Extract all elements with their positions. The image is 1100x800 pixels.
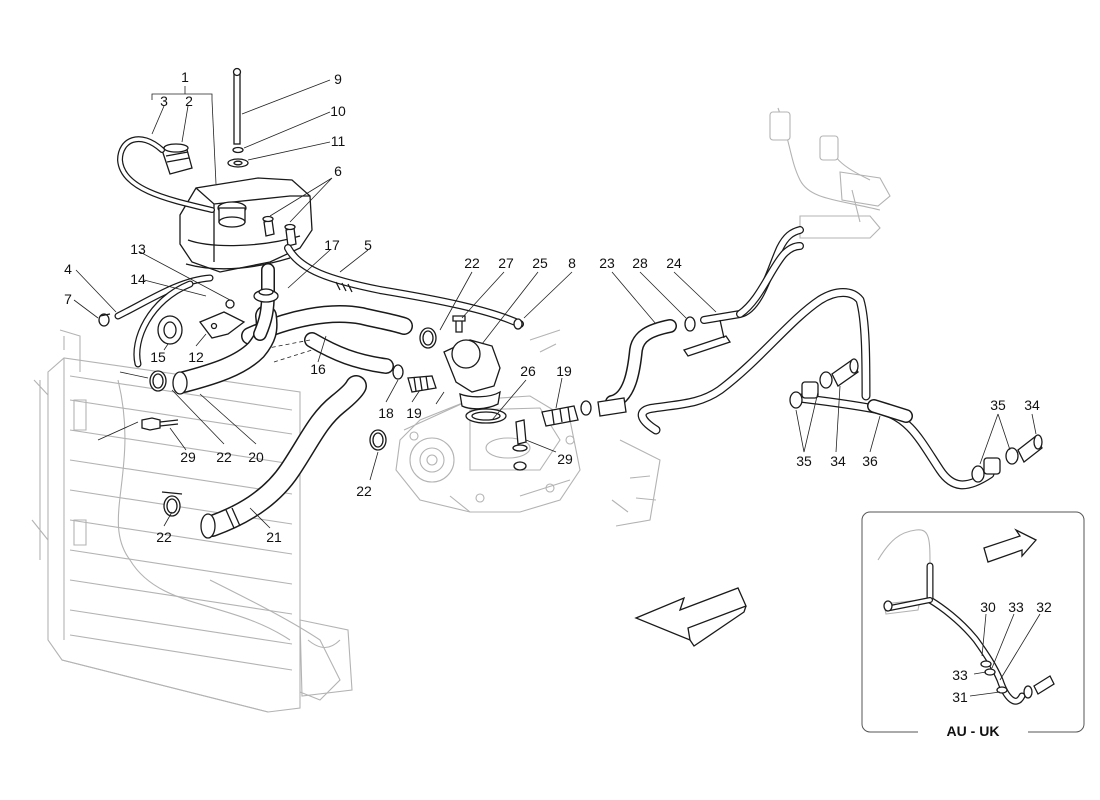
cap-17 <box>253 288 279 303</box>
callout-34-left: 34 <box>830 453 846 469</box>
callout-32: 32 <box>1036 599 1052 615</box>
callout-33-bottom: 33 <box>952 667 968 683</box>
callout-23: 23 <box>599 255 615 271</box>
callout-25: 25 <box>532 255 548 271</box>
expansion-tank <box>179 177 313 273</box>
leader-lines <box>73 79 1037 529</box>
hose-nipples <box>262 215 297 247</box>
callout-31: 31 <box>952 689 968 705</box>
callout-labels: 1 2 3 9 10 11 6 13 17 5 4 14 7 15 12 16 … <box>64 69 1052 705</box>
callout-17: 17 <box>324 237 340 253</box>
radiator-ghost <box>31 329 353 713</box>
callout-27: 27 <box>498 255 514 271</box>
callout-11: 11 <box>331 133 346 149</box>
callout-19-right: 19 <box>556 363 572 379</box>
callout-33-top: 33 <box>1008 599 1024 615</box>
callout-6: 6 <box>334 163 342 179</box>
callout-21: 21 <box>266 529 282 545</box>
front-direction-arrow-icon <box>634 587 747 647</box>
callout-22-top: 22 <box>464 255 480 271</box>
sensor-29 <box>141 417 528 471</box>
callout-8: 8 <box>568 255 576 271</box>
callout-9: 9 <box>334 71 342 87</box>
callout-14: 14 <box>130 271 146 287</box>
callout-15: 15 <box>150 349 166 365</box>
callout-24: 24 <box>666 255 682 271</box>
callout-3: 3 <box>160 93 168 109</box>
callout-12: 12 <box>188 349 204 365</box>
callout-10: 10 <box>330 103 346 119</box>
callout-22-center: 22 <box>356 483 372 499</box>
callout-34-right: 34 <box>1024 397 1040 413</box>
callout-4: 4 <box>64 261 72 277</box>
callout-22-left: 22 <box>216 449 232 465</box>
callout-7: 7 <box>64 291 72 307</box>
callout-28: 28 <box>632 255 648 271</box>
thermostat-housing <box>443 339 507 424</box>
inset-title: AU - UK <box>947 723 1000 739</box>
callout-36: 36 <box>862 453 878 469</box>
callout-29-left: 29 <box>180 449 196 465</box>
sleeve-18-19 <box>407 375 627 427</box>
callout-2: 2 <box>185 93 193 109</box>
callout-20: 20 <box>248 449 264 465</box>
filler-cap <box>161 143 193 175</box>
grommet-15 <box>157 315 183 345</box>
callout-1: 1 <box>181 69 189 85</box>
callout-18: 18 <box>378 405 394 421</box>
callout-13: 13 <box>130 241 146 257</box>
callout-29-right: 29 <box>557 451 573 467</box>
callout-30: 30 <box>980 599 996 615</box>
wiring-harness-ghost <box>611 107 891 527</box>
callout-19-mid: 19 <box>406 405 422 421</box>
callout-22-bottom: 22 <box>156 529 172 545</box>
hose-clamps <box>98 313 696 517</box>
callout-35-left: 35 <box>796 453 812 469</box>
callout-35-right: 35 <box>990 397 1006 413</box>
fittings-34-35 <box>789 358 1043 483</box>
engine-block-ghost <box>395 329 581 513</box>
callout-26: 26 <box>520 363 536 379</box>
callout-5: 5 <box>364 237 372 253</box>
level-sensor <box>227 67 249 168</box>
callout-16: 16 <box>310 361 326 377</box>
inset-au-uk: AU - UK <box>861 511 1085 740</box>
bracket-12 <box>198 311 246 339</box>
